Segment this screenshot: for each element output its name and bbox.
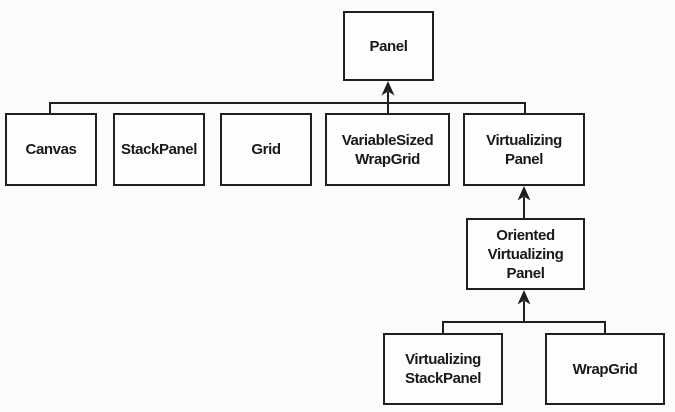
node-panel-label: Panel [369,37,408,55]
connector-panel-children-bus [49,102,526,113]
node-virtualizingpanel-label: Virtualizing Panel [486,131,562,168]
node-orientedvirtualizingpanel-label: Oriented Virtualizing Panel [487,226,564,282]
node-variablesizedwrapgrid: VariableSized WrapGrid [325,113,450,186]
node-grid: Grid [220,113,312,186]
connector-oriented-children-bus [442,321,606,333]
node-stackpanel: StackPanel [113,113,205,186]
node-canvas-label: Canvas [25,141,77,158]
arrow-to-panel-head [381,81,395,96]
node-virtualizingstackpanel: Virtualizing StackPanel [383,333,503,405]
node-virtualizingpanel: Virtualizing Panel [463,113,585,186]
node-grid-label: Grid [251,141,281,158]
node-stackpanel-label: StackPanel [120,141,198,158]
arrow-to-orientedvirtualizingpanel-head [517,290,531,305]
node-wrapgrid: WrapGrid [545,333,665,405]
node-variablesizedwrapgrid-label: VariableSized WrapGrid [341,131,434,168]
node-canvas: Canvas [5,113,97,186]
node-orientedvirtualizingpanel: Oriented Virtualizing Panel [466,218,585,290]
node-wrapgrid-label: WrapGrid [572,360,638,378]
node-panel: Panel [343,11,434,81]
node-virtualizingstackpanel-label: Virtualizing StackPanel [404,351,482,387]
arrow-to-virtualizingpanel-head [517,186,531,201]
